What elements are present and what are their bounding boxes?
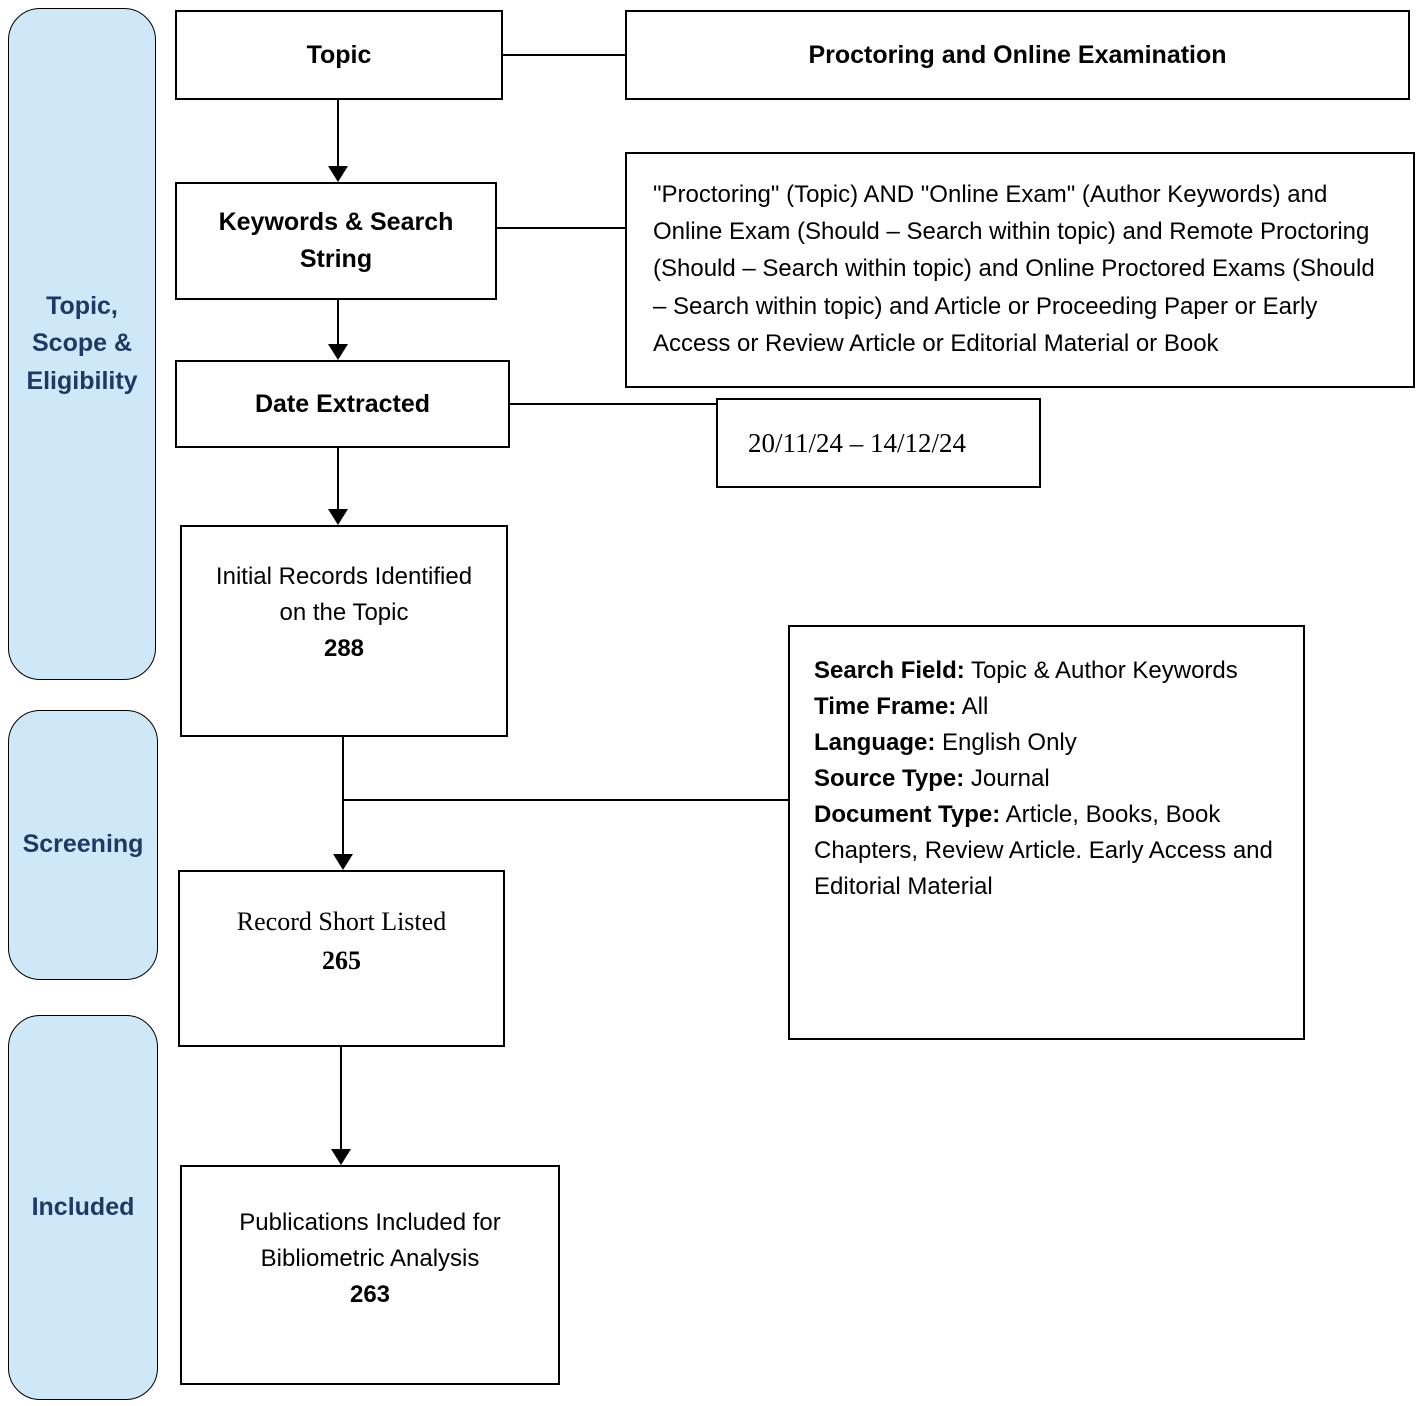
arrow-topic-to-keywords-line xyxy=(337,100,339,166)
record-shortlisted-label: Record Short Listed xyxy=(236,907,447,936)
criteria-document-type: Document Type: Article, Books, Book Chap… xyxy=(814,797,1279,905)
record-shortlisted-box: Record Short Listed 265 xyxy=(178,870,505,1047)
criteria-language-value: English Only xyxy=(935,729,1077,756)
criteria-time-frame-value: All xyxy=(956,693,989,720)
arrow-keywords-to-date-line xyxy=(337,300,339,344)
search-string-box: "Proctoring" (Topic) AND "Online Exam" (… xyxy=(625,152,1415,388)
arrow-initial-to-shortlist-head xyxy=(333,854,353,870)
connector-topic-to-value xyxy=(503,54,625,56)
arrow-keywords-to-date-head xyxy=(328,344,348,360)
criteria-search-field: Search Field: Topic & Author Keywords xyxy=(814,653,1279,689)
arrow-date-to-initial-head xyxy=(328,509,348,525)
criteria-source-type-value: Journal xyxy=(964,765,1050,792)
arrow-initial-to-shortlist-line xyxy=(342,737,344,854)
keywords-search-string-box: Keywords & Search String xyxy=(175,182,497,300)
connector-keywords-to-search-string xyxy=(497,227,625,229)
stage-topic-scope-eligibility: Topic, Scope & Eligibility xyxy=(8,8,156,680)
record-shortlisted-count: 265 xyxy=(322,946,361,975)
topic-value-box: Proctoring and Online Examination xyxy=(625,10,1410,100)
initial-records-count: 288 xyxy=(323,635,365,662)
connector-flow-to-criteria xyxy=(343,799,788,801)
date-extracted-box: Date Extracted xyxy=(175,360,510,448)
criteria-source-type-label: Source Type: xyxy=(814,765,965,792)
criteria-search-field-value: Topic & Author Keywords xyxy=(964,657,1238,684)
criteria-time-frame: Time Frame: All xyxy=(814,689,1279,725)
publications-included-label: Publications Included for Bibliometric A… xyxy=(239,1209,501,1272)
criteria-document-type-value: Article, Books, Book Chapters, Review Ar… xyxy=(814,801,1273,900)
criteria-time-frame-label: Time Frame: xyxy=(814,693,957,720)
publications-included-box: Publications Included for Bibliometric A… xyxy=(180,1165,560,1385)
criteria-box: Search Field: Topic & Author Keywords Ti… xyxy=(788,625,1305,1040)
date-range-box: 20/11/24 – 14/12/24 xyxy=(716,398,1041,488)
initial-records-box: Initial Records Identified on the Topic … xyxy=(180,525,508,737)
arrow-topic-to-keywords-head xyxy=(328,166,348,182)
criteria-search-field-label: Search Field: xyxy=(814,657,965,684)
criteria-document-type-label: Document Type: xyxy=(814,801,1001,828)
criteria-language-label: Language: xyxy=(814,729,936,756)
connector-date-to-range xyxy=(510,403,716,405)
topic-box: Topic xyxy=(175,10,503,100)
criteria-language: Language: English Only xyxy=(814,725,1279,761)
stage-included: Included xyxy=(8,1015,158,1400)
arrow-shortlist-to-included-head xyxy=(331,1149,351,1165)
publications-included-count: 263 xyxy=(349,1281,391,1308)
initial-records-label: Initial Records Identified on the Topic xyxy=(215,563,473,626)
stage-screening: Screening xyxy=(8,710,158,980)
criteria-source-type: Source Type: Journal xyxy=(814,761,1279,797)
arrow-date-to-initial-line xyxy=(337,448,339,509)
arrow-shortlist-to-included-line xyxy=(340,1047,342,1149)
